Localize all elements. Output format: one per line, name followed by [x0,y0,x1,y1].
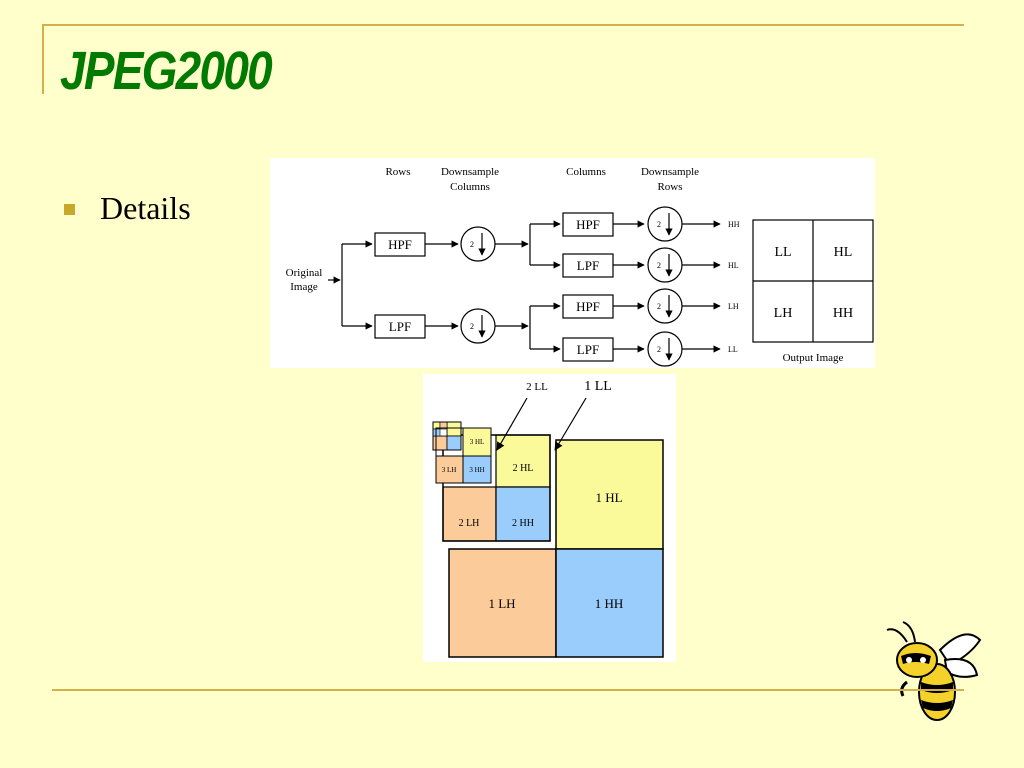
output-label-hl: HL [728,261,739,270]
pointer-label-1ll: 1 LL [584,379,612,394]
grid-hl: HL [834,245,853,260]
factor-label: 2 [470,322,474,331]
col-lpf-box-2: LPF [562,337,614,362]
band-2hl [495,434,551,488]
label-3hl: 3 HL [470,438,485,446]
label-1hl: 1 HL [595,490,622,505]
output-caption: Output Image [783,352,844,364]
downsample-circle-6: 2 [647,331,683,367]
band-1hh [555,548,664,658]
band-3lh [435,455,464,484]
band-2hh [495,486,551,542]
slide-title: JPEG2000 [60,41,273,101]
bullet-text: Details [100,190,191,226]
filter-bank-diagram: Rows Downsample Columns Columns Downsamp… [270,158,875,368]
row-lpf-box: LPF [374,314,426,339]
output-label-ll: LL [728,345,738,354]
output-label-hh: HH [728,220,740,229]
grid-ll: LL [774,245,791,260]
pointer-label-2ll: 2 LL [526,381,548,393]
col-hpf-box-2: HPF [562,294,614,319]
row-hpf-label: HPF [388,237,412,252]
factor-label: 2 [470,240,474,249]
input-label-1: Original [286,267,323,279]
grid-hh: HH [833,306,853,321]
downsample-circle-3: 2 [647,206,683,242]
row-hpf-box: HPF [374,232,426,257]
band-1lh [448,548,557,658]
factor-label: 2 [657,261,661,270]
left-rule [42,24,44,94]
band-2lh [442,486,497,542]
header-downsample-rows-2: Rows [657,181,682,193]
label-2hh: 2 HH [512,518,534,529]
header-rows: Rows [385,166,410,178]
top-rule [42,24,964,26]
input-label-2: Image [290,281,318,293]
bullet-square-icon [64,204,75,215]
output-label-lh: LH [728,302,739,311]
col-filter-label: LPF [577,258,599,273]
col-filter-label: HPF [576,299,600,314]
col-filter-label: HPF [576,217,600,232]
band-1hl [555,439,664,550]
yellow-jacket-mascot-icon [886,621,982,721]
wavelet-decomposition-diagram: 1 HL 1 LH 1 HH 2 HL 2 LH 2 HH 3 HL 3 LH … [423,374,676,662]
downsample-circle-1: 2 [460,226,496,262]
col-hpf-box-1: HPF [562,212,614,237]
label-1lh: 1 LH [488,596,515,611]
output-image-grid: LL HL LH HH [752,219,874,343]
label-3lh: 3 LH [442,466,457,474]
downsample-circle-4: 2 [647,247,683,283]
col-filter-label: LPF [577,342,599,357]
band-3hh [462,455,492,484]
downsample-circle-5: 2 [647,288,683,324]
factor-label: 2 [657,345,661,354]
grid-lh: LH [774,306,793,321]
col-lpf-box-1: LPF [562,253,614,278]
header-downsample-columns-2: Columns [450,181,490,193]
factor-label: 2 [657,302,661,311]
row-lpf-label: LPF [389,319,411,334]
header-downsample-rows-1: Downsample [641,166,699,178]
downsample-circle-2: 2 [460,308,496,344]
bottom-rule [52,689,964,691]
header-downsample-columns-1: Downsample [441,166,499,178]
factor-label: 2 [657,220,661,229]
label-2hl: 2 HL [513,463,534,474]
label-1hh: 1 HH [595,596,624,611]
header-columns: Columns [566,166,606,178]
label-3hh: 3 HH [469,466,484,474]
label-2lh: 2 LH [459,518,480,529]
